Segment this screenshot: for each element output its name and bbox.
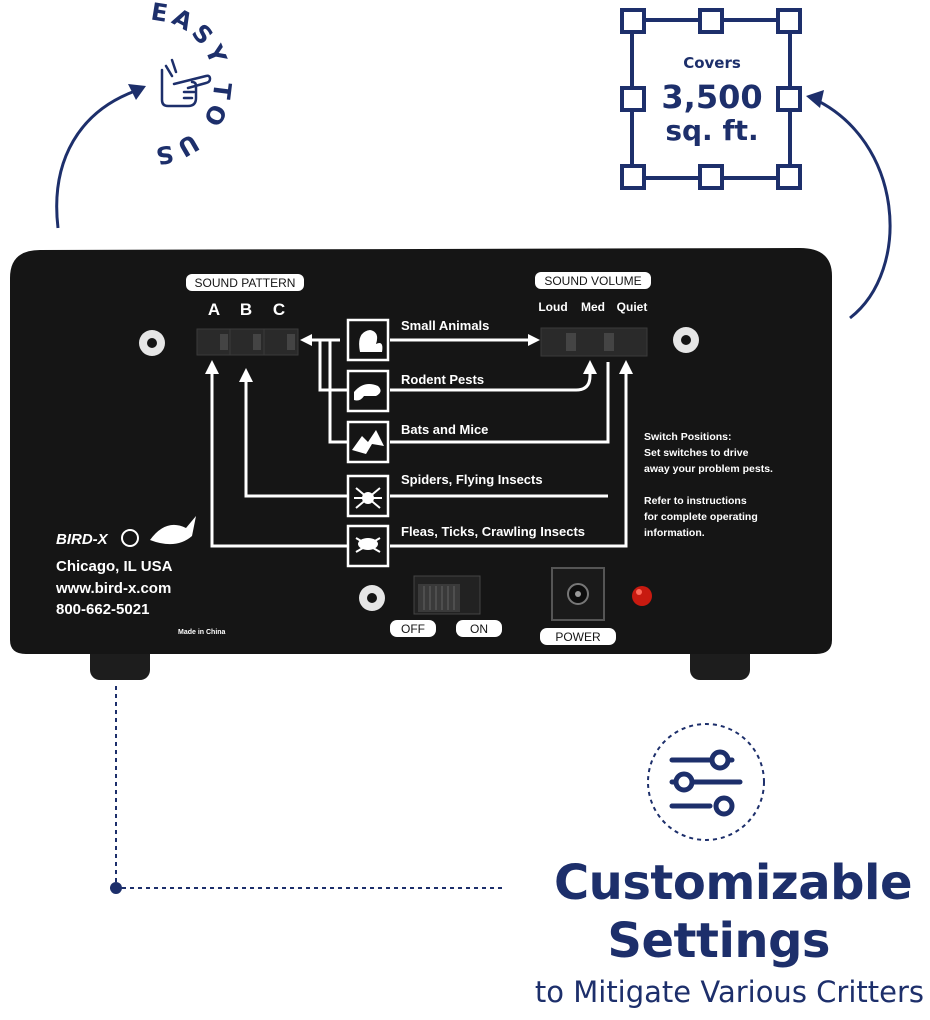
pest-label-rodent-pests: Rodent Pests [401,372,484,387]
instruction-line-2: Set switches to drive [644,447,749,459]
power-pill [540,628,616,645]
instruction-line-1: Switch Positions: [644,431,732,443]
headline-line1: Customizable [553,855,913,911]
on-pill [456,620,502,637]
bird-x-logo: BIRD-X [56,531,109,548]
repeller-device: SOUND PATTERN A B C SOUND VOLUME Loud Me… [10,248,832,680]
instruction-line-5: Refer to instructions [644,495,747,507]
volume-label-loud: Loud [538,300,567,314]
power-jack-icon [551,567,605,621]
power-led-icon [632,586,652,606]
sound-volume-pill [535,272,651,289]
pest-label-spiders: Spiders, Flying Insects [401,472,543,487]
instruction-line-7: information. [644,527,705,539]
volume-label-quiet: Quiet [617,300,648,314]
address-phone: 800-662-5021 [56,601,149,618]
settings-sliders-icon [647,723,765,841]
made-in-label: Made in China [178,629,226,636]
pattern-switches[interactable] [196,328,299,356]
pattern-label-a: A [208,300,220,319]
pest-label-small-animals: Small Animals [401,318,489,333]
sound-pattern-label: SOUND PATTERN [195,276,296,290]
pattern-label-c: C [273,300,285,319]
power-label: POWER [555,630,601,644]
coverage-line2: 3,500 [661,78,763,116]
coverage-line1: Covers [683,54,741,72]
power-on-label: ON [470,622,488,636]
screw-icon [139,327,699,611]
coverage-line3: sq. ft. [665,114,759,147]
coverage-badge: Covers 3,500 sq. ft. [620,8,804,192]
instruction-line-6: for complete operating [644,511,758,523]
volume-label-med: Med [581,300,605,314]
pointing-hand-icon [160,58,212,108]
bird-logo-icon [121,516,196,547]
address-city: Chicago, IL USA [56,558,173,575]
address-web: www.bird-x.com [55,580,171,597]
routing-lines [210,338,628,548]
sound-volume-label: SOUND VOLUME [544,274,641,288]
headline-line2: Settings [607,913,830,969]
power-switch[interactable] [413,575,481,615]
pattern-label-b: B [240,300,252,319]
coverage-frame-icon [620,8,802,190]
headline-subline: to Mitigate Various Critters [534,975,924,1009]
instruction-line-3: away your problem pests. [644,463,773,475]
sound-pattern-pill [186,274,304,291]
power-off-label: OFF [401,622,425,636]
volume-switches[interactable] [540,327,648,357]
off-pill [390,620,436,637]
pest-label-bats-mice: Bats and Mice [401,422,488,437]
pest-label-fleas: Fleas, Ticks, Crawling Insects [401,524,585,539]
